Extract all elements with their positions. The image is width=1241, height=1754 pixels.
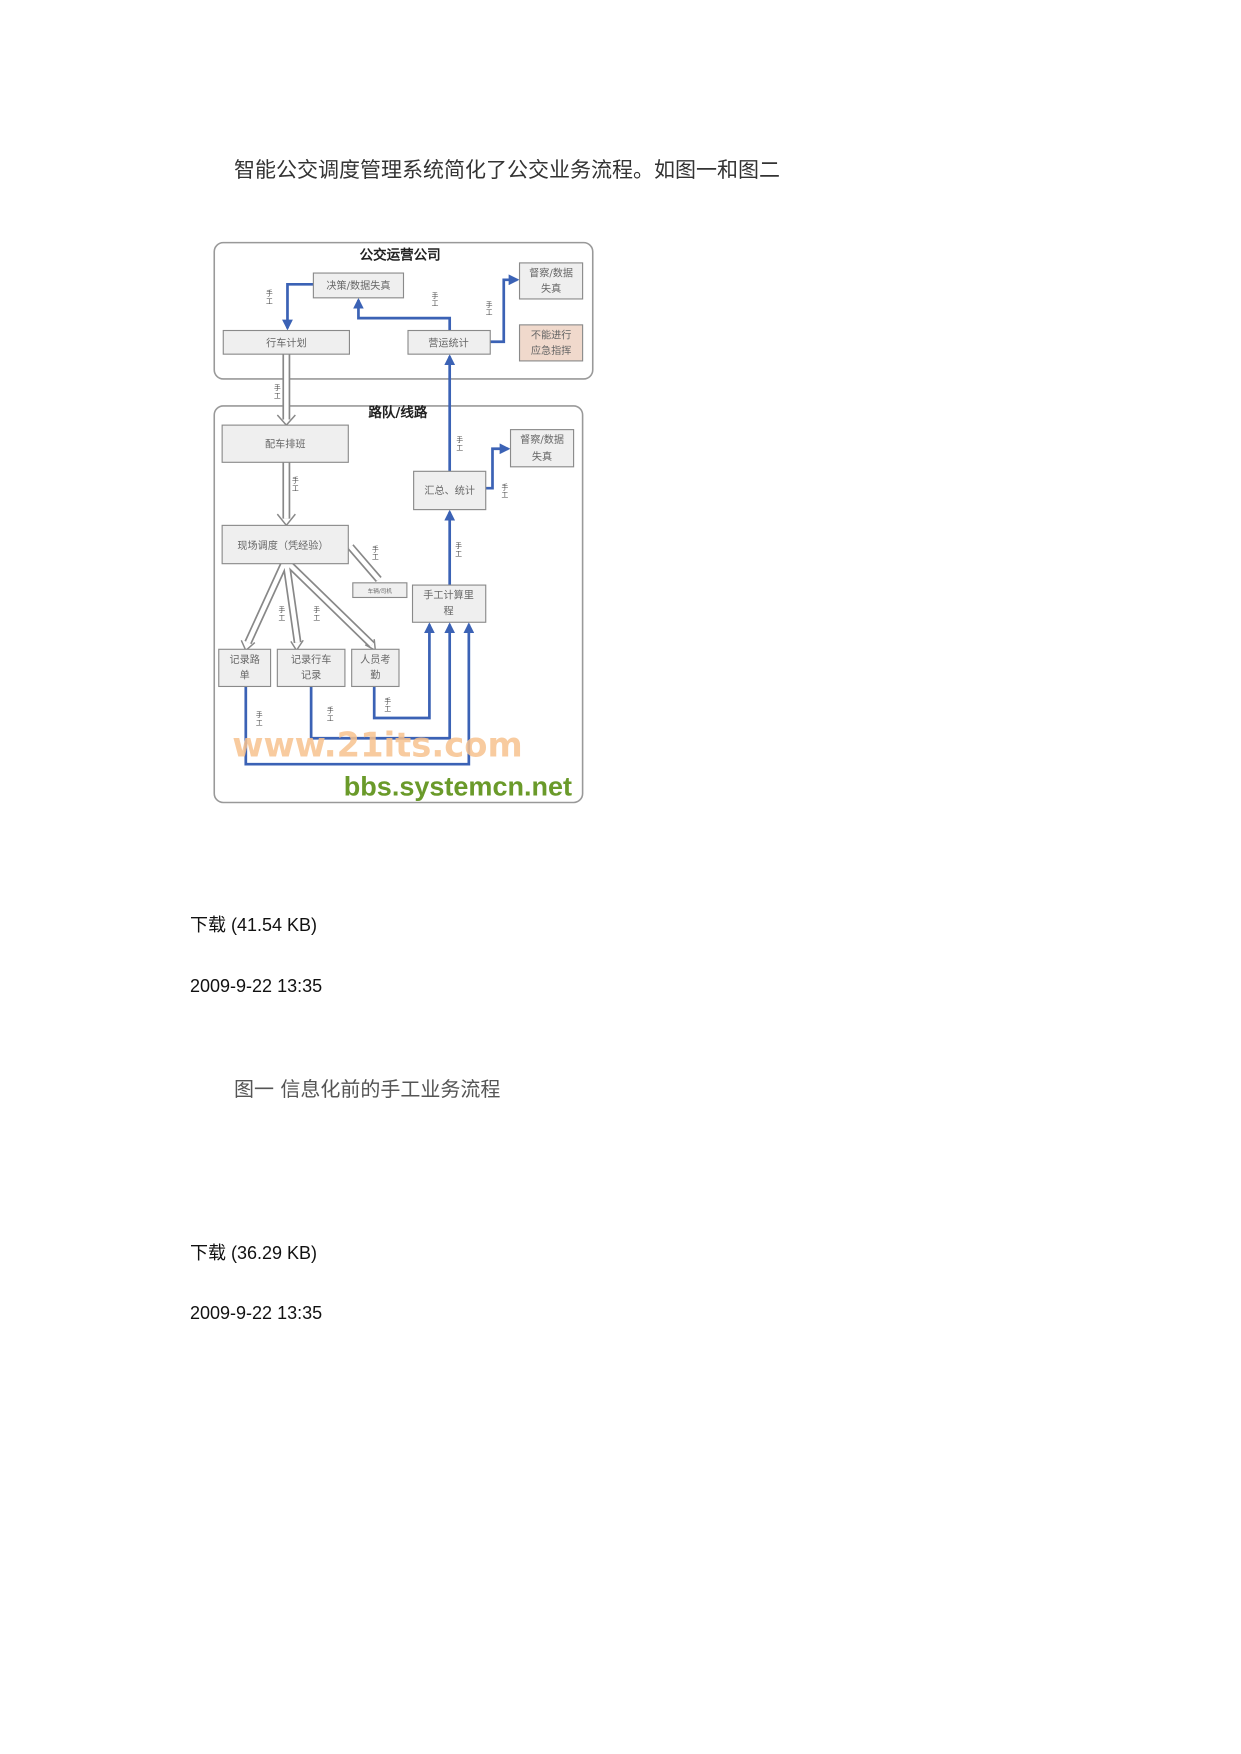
box-decision: 决策/数据失真 xyxy=(312,272,405,299)
svg-text:营运统计: 营运统计 xyxy=(428,336,469,349)
figure-caption: 图一 信息化前的手工业务流程 xyxy=(234,1077,501,1101)
watermark-21its: www.21its.com xyxy=(232,725,522,764)
company-title: 公交运营公司 xyxy=(360,247,441,264)
manual-tag-text: 工 xyxy=(456,444,463,452)
manual-tag-text: 手 xyxy=(372,544,379,553)
svg-text:不能进行: 不能进行 xyxy=(531,328,572,341)
flow-diagram-image: 公交运营公司 路队/线路 决策/数据失真 行车计划 营运统计 督察/数据失真 不… xyxy=(213,241,594,804)
svg-text:失真: 失真 xyxy=(532,450,552,463)
manual-tag-text: 工 xyxy=(372,553,379,561)
svg-text:失真: 失真 xyxy=(541,282,561,295)
manual-tag-text: 工 xyxy=(266,297,273,305)
manual-tag-text: 工 xyxy=(486,309,493,317)
manual-tag-text: 工 xyxy=(455,550,462,558)
data-flow-lines xyxy=(244,274,520,766)
route-section xyxy=(213,405,584,804)
svg-text:决策/数据失真: 决策/数据失真 xyxy=(326,279,390,292)
svg-text:督察/数据: 督察/数据 xyxy=(520,433,564,446)
manual-tag-text: 工 xyxy=(501,491,508,499)
svg-text:记录行车: 记录行车 xyxy=(291,653,332,666)
manual-tag-text: 工 xyxy=(432,300,439,308)
manual-tag-text: 手 xyxy=(456,435,463,444)
manual-tag-text: 手 xyxy=(432,291,439,300)
svg-text:应急指挥: 应急指挥 xyxy=(531,344,572,357)
svg-text:程: 程 xyxy=(443,605,453,617)
svg-text:记录路: 记录路 xyxy=(229,653,259,666)
manual-tag-text: 手 xyxy=(313,605,320,614)
manual-tag-text: 手 xyxy=(256,710,263,719)
svg-text:现场调度（凭经验）: 现场调度（凭经验） xyxy=(237,539,328,552)
manual-tag-text: 工 xyxy=(278,614,285,622)
manual-tag-text: 工 xyxy=(274,392,281,400)
box-summary: 汇总、统计 xyxy=(413,470,487,511)
manual-tag-text: 手 xyxy=(486,300,493,309)
manual-tag-text: 工 xyxy=(327,714,334,722)
manual-tag-text: 手 xyxy=(292,476,299,485)
upload-date-1: 2009-9-22 13:35 xyxy=(190,976,323,996)
route-title: 路队/线路 xyxy=(368,404,427,421)
box-vehicle: 车辆/司机 xyxy=(352,582,408,599)
manual-tag-text: 手 xyxy=(278,605,285,614)
manual-tags: 手工手工手工手工手工手工手工手工手工手工手工手工手工手工 xyxy=(256,289,509,727)
manual-tag-text: 手 xyxy=(384,696,391,705)
manual-tag-text: 工 xyxy=(384,705,391,713)
svg-text:车辆/司机: 车辆/司机 xyxy=(368,587,393,595)
download-link-1[interactable]: 下载 (41.54 KB) xyxy=(190,915,318,935)
svg-text:汇总、统计: 汇总、统计 xyxy=(424,484,475,497)
watermark-systemcn: bbs.systemcn.net xyxy=(344,772,572,802)
manual-tag-text: 手 xyxy=(455,541,462,550)
box-plan: 行车计划 xyxy=(222,329,350,355)
svg-text:勤: 勤 xyxy=(370,669,380,682)
svg-text:行车计划: 行车计划 xyxy=(266,336,307,349)
svg-text:督察/数据: 督察/数据 xyxy=(529,266,573,279)
box-onsite: 现场调度（凭经验） xyxy=(221,524,349,565)
svg-text:记录: 记录 xyxy=(301,670,321,682)
box-supervise-bottom: 督察/数据失真 xyxy=(509,429,575,468)
manual-tag-text: 手 xyxy=(274,383,281,392)
upload-date-2: 2009-9-22 13:35 xyxy=(190,1303,323,1323)
manual-tag-text: 手 xyxy=(266,289,273,298)
manual-tag-text: 手 xyxy=(501,482,508,491)
manual-tag-text: 工 xyxy=(256,719,263,727)
svg-text:手工计算里: 手工计算里 xyxy=(423,589,474,602)
download-link-2[interactable]: 下载 (36.29 KB) xyxy=(190,1243,318,1263)
manual-tag-text: 工 xyxy=(292,484,299,492)
intro-text: 智能公交调度管理系统简化了公交业务流程。如图一和图二 xyxy=(234,158,780,182)
manual-tag-text: 手 xyxy=(327,705,334,714)
box-supervise-top: 督察/数据失真 xyxy=(518,262,584,300)
svg-text:单: 单 xyxy=(240,670,250,682)
svg-text:人员考: 人员考 xyxy=(360,654,390,666)
manual-tag-text: 工 xyxy=(313,614,320,622)
svg-text:配车排班: 配车排班 xyxy=(265,438,306,451)
box-dispatch: 配车排班 xyxy=(221,424,349,463)
box-ops-stats: 营运统计 xyxy=(407,329,491,355)
